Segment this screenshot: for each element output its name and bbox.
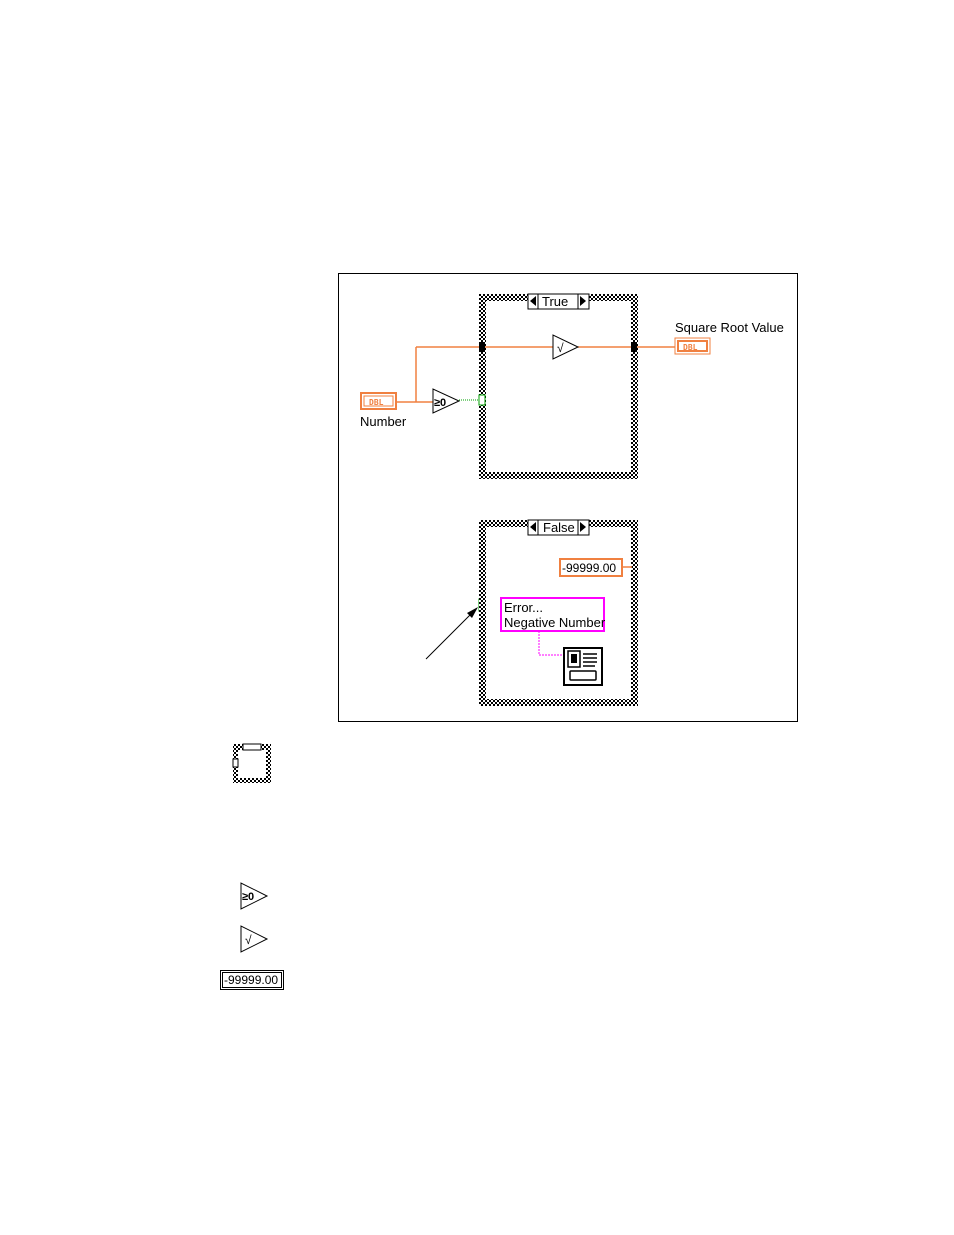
number-control-type: DBL [369,398,384,407]
square-root-icon: √ [240,925,270,953]
callout-arrow [426,607,478,659]
result-indicator-caption: Square Root Value [675,320,784,335]
case-structure-icon [232,742,272,784]
number-control-terminal[interactable]: DBL [361,393,396,409]
numeric-constant-icon: -99999.00 [220,970,284,990]
result-indicator-terminal[interactable]: DBL [675,338,710,354]
greater-or-equal-zero-icon: ≥0 [240,882,270,910]
square-root-icon-glyph: √ [245,933,252,947]
case-selector-false[interactable]: False [528,520,589,535]
case-structure-true[interactable] [479,294,638,479]
greater-or-equal-zero-icon-glyph: ≥0 [242,891,254,903]
block-diagram-frame: True DBL Number ≥0 [338,273,798,722]
square-root-glyph: √ [557,341,564,355]
case-selector-true[interactable]: True [528,294,589,309]
input-tunnel-true[interactable] [479,342,485,352]
selector-terminal-true[interactable] [479,395,485,405]
greater-or-equal-zero-glyph: ≥0 [434,397,446,409]
error-string-line-2: Negative Number [504,615,606,630]
error-string-constant[interactable]: Error... Negative Number [501,598,606,631]
numeric-constant[interactable]: -99999.00 [560,559,622,576]
one-button-dialog-icon[interactable] [564,648,602,685]
error-string-line-1: Error... [504,600,543,615]
numeric-constant-value: -99999.00 [562,561,616,575]
greater-or-equal-zero-function[interactable]: ≥0 [433,389,459,413]
case-selector-false-label: False [543,520,575,535]
number-control-caption: Number [360,414,407,429]
output-tunnel-true[interactable] [631,342,637,352]
result-indicator-type: DBL [683,343,698,352]
block-diagram-canvas: True DBL Number ≥0 [339,274,799,723]
case-selector-true-label: True [542,294,568,309]
numeric-constant-icon-value: -99999.00 [222,972,282,988]
